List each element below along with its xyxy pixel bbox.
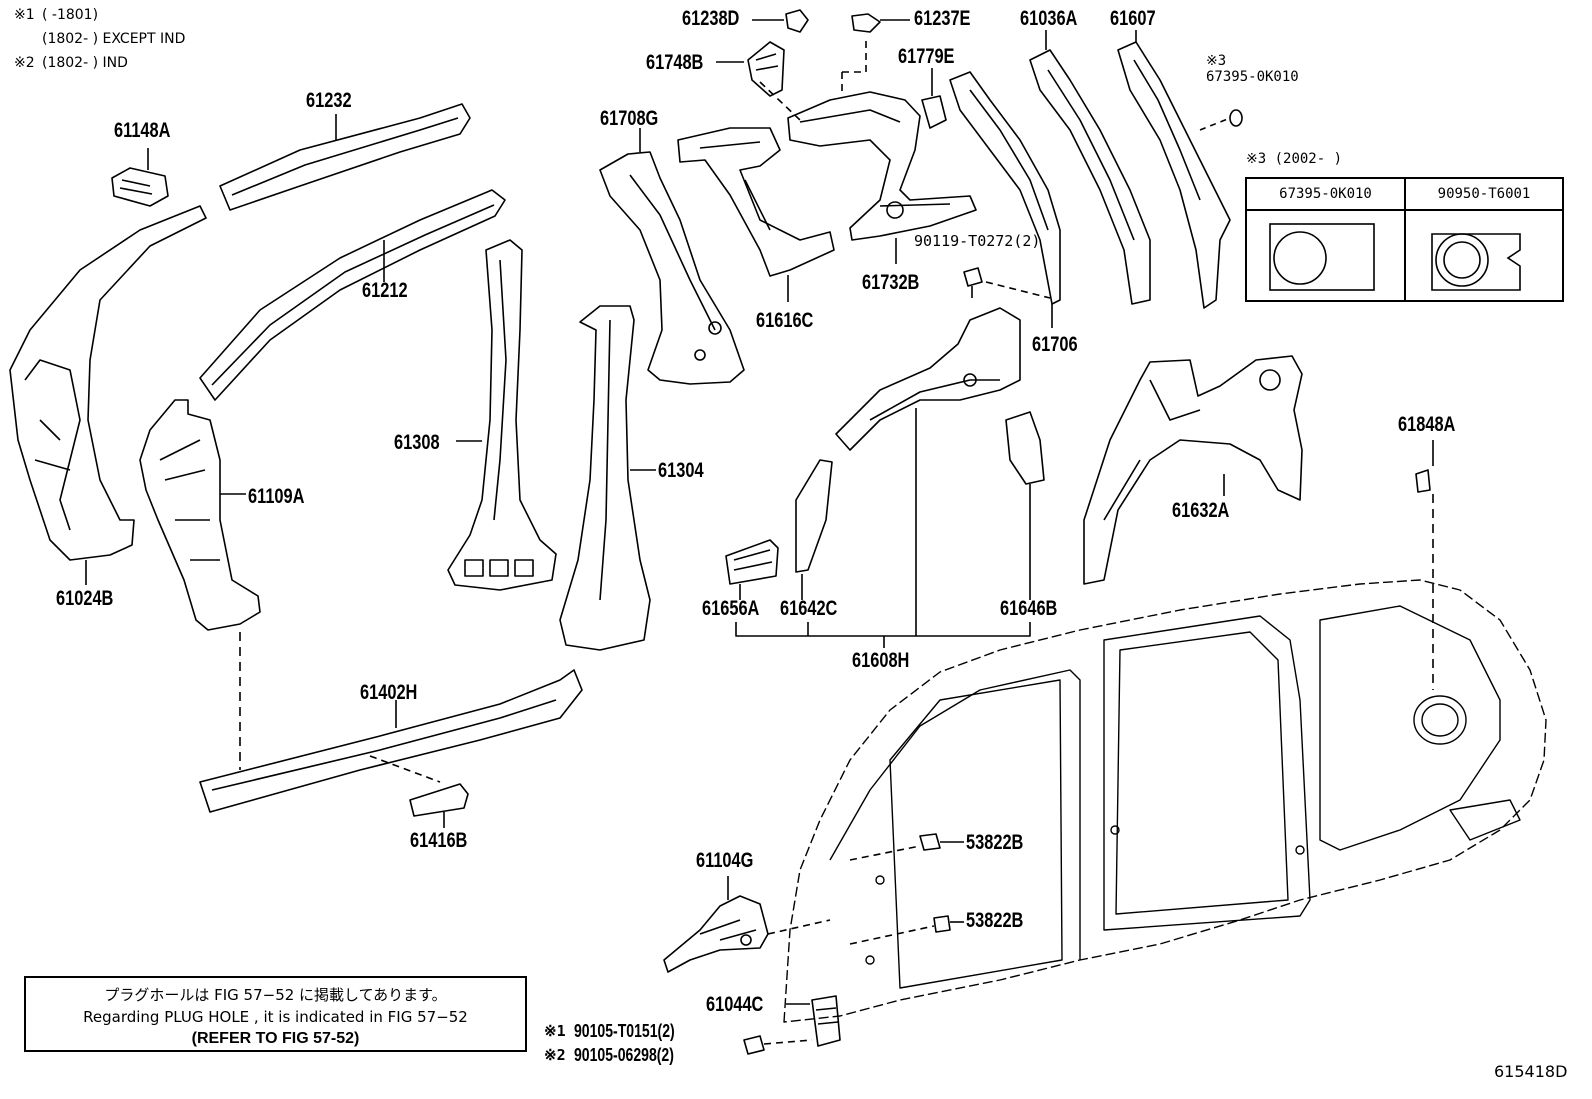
part-61416B-shape [369,755,469,828]
note-line-ja: プラグホールは FIG 57−52 に掲載してあります。 [104,986,447,1004]
bolt-90119-shape [963,267,983,298]
part-61402H-shape [199,632,583,813]
part-61109A-shape [139,399,261,631]
part-label-61036A[interactable]: 61036A [1020,7,1078,30]
part-61732B-shape [759,40,977,264]
part-label-61608H[interactable]: 61608H [852,649,910,672]
plug-table-col-2[interactable]: 90950-T6001 [1406,179,1562,211]
part-label-61402H[interactable]: 61402H [360,681,418,704]
plug-table-col-1[interactable]: 67395-0K010 [1247,179,1404,211]
part-label-61308[interactable]: 61308 [394,431,440,454]
bolt-label-1-mark: ※1 [544,1022,566,1040]
part-label-53822B-lower[interactable]: 53822B [966,909,1024,932]
part-label-61148A[interactable]: 61148A [114,119,171,142]
part-label-61748B[interactable]: 61748B [646,51,704,74]
note-line-en: Regarding PLUG HOLE , it is indicated in… [83,1008,468,1026]
part-label-61632A[interactable]: 61632A [1172,499,1230,522]
part-label-61848A[interactable]: 61848A [1398,413,1456,436]
part-label-61104G[interactable]: 61104G [696,849,754,872]
part-label-61642C[interactable]: 61642C [780,597,838,620]
part-61024B-shape [9,205,207,585]
part-61232-shape [219,103,471,211]
footnote-2-range: (1802- ) IND [42,55,128,71]
part-label-61232[interactable]: 61232 [306,89,352,112]
part-61779E-shape [921,68,947,129]
part-label-90119-T0272[interactable]: 90119-T0272(2) [914,232,1041,250]
part-label-61779E[interactable]: 61779E [898,45,955,68]
part-label-61616C[interactable]: 61616C [756,309,814,332]
part-61104G-shape [663,876,831,973]
footnote-3-mark: ※3 [1206,53,1227,69]
part-61212-shape [199,189,506,401]
part-label-61732B[interactable]: 61732B [862,271,920,294]
part-label-61607[interactable]: 61607 [1110,7,1156,30]
part-61708G-shape [599,128,745,385]
footnote-1-range: ( -1801) [42,7,99,23]
part-61632A-shape [1083,355,1303,585]
part-61608H-shape [725,307,1045,648]
part-label-61212[interactable]: 61212 [362,279,408,302]
part-61044C-shape [743,995,841,1055]
clip-61238D-shape [752,9,809,33]
part-label-61706[interactable]: 61706 [1032,333,1078,356]
part-label-61238D[interactable]: 61238D [682,7,740,30]
part-61748B-shape [716,41,785,97]
part-61706-shape [949,71,1061,328]
part-61036A-shape [1029,30,1151,305]
bolt-label-2-mark: ※2 [544,1046,566,1064]
part-label-90105-T0151[interactable]: 90105-T0151(2) [574,1021,675,1041]
clip-61237E-shape [851,13,910,33]
plug-hole-shapes [1269,223,1521,291]
clip-53822B-upper-shape [849,833,964,861]
part-61304-shape [559,305,656,651]
part-61607-shape [1117,30,1243,309]
part-label-61044C[interactable]: 61044C [706,993,764,1016]
part-label-61237E[interactable]: 61237E [914,7,971,30]
body-side-outer-shape [783,579,1547,1023]
part-label-61708G[interactable]: 61708G [600,107,659,130]
part-61308-shape [447,239,557,591]
part-label-61646B[interactable]: 61646B [1000,597,1058,620]
plug-table-divider [1404,179,1406,300]
plug-hole-note: プラグホールは FIG 57−52 に掲載してあります。 Regarding P… [24,976,527,1052]
diagram-code: 615418D [1494,1062,1568,1081]
part-label-53822B-upper[interactable]: 53822B [966,831,1024,854]
part-label-61416B[interactable]: 61416B [410,829,468,852]
plug-hole-table: 67395-0K010 90950-T6001 [1245,177,1564,302]
part-label-61304[interactable]: 61304 [658,459,704,482]
footnote-1b-range: (1802- ) EXCEPT IND [42,31,186,47]
part-61616C-shape [677,127,835,302]
note-line-refer[interactable]: (REFER TO FIG 57-52) [191,1030,360,1047]
clip-53822B-lower-shape [849,915,964,945]
part-label-61109A[interactable]: 61109A [248,485,305,508]
footnote-2-mark: ※2 [14,55,35,71]
part-61148A-shape [111,148,169,207]
part-label-61024B[interactable]: 61024B [56,587,114,610]
footnote-1-mark: ※1 [14,7,35,23]
part-label-61656A[interactable]: 61656A [702,597,760,620]
clip-61848A-shape [1415,440,1434,690]
part-label-90105-06298[interactable]: 90105-06298(2) [574,1045,674,1065]
plug-table-caption: ※3 (2002- ) [1246,151,1343,167]
part-label-67395-0K010[interactable]: 67395-0K010 [1206,69,1299,85]
